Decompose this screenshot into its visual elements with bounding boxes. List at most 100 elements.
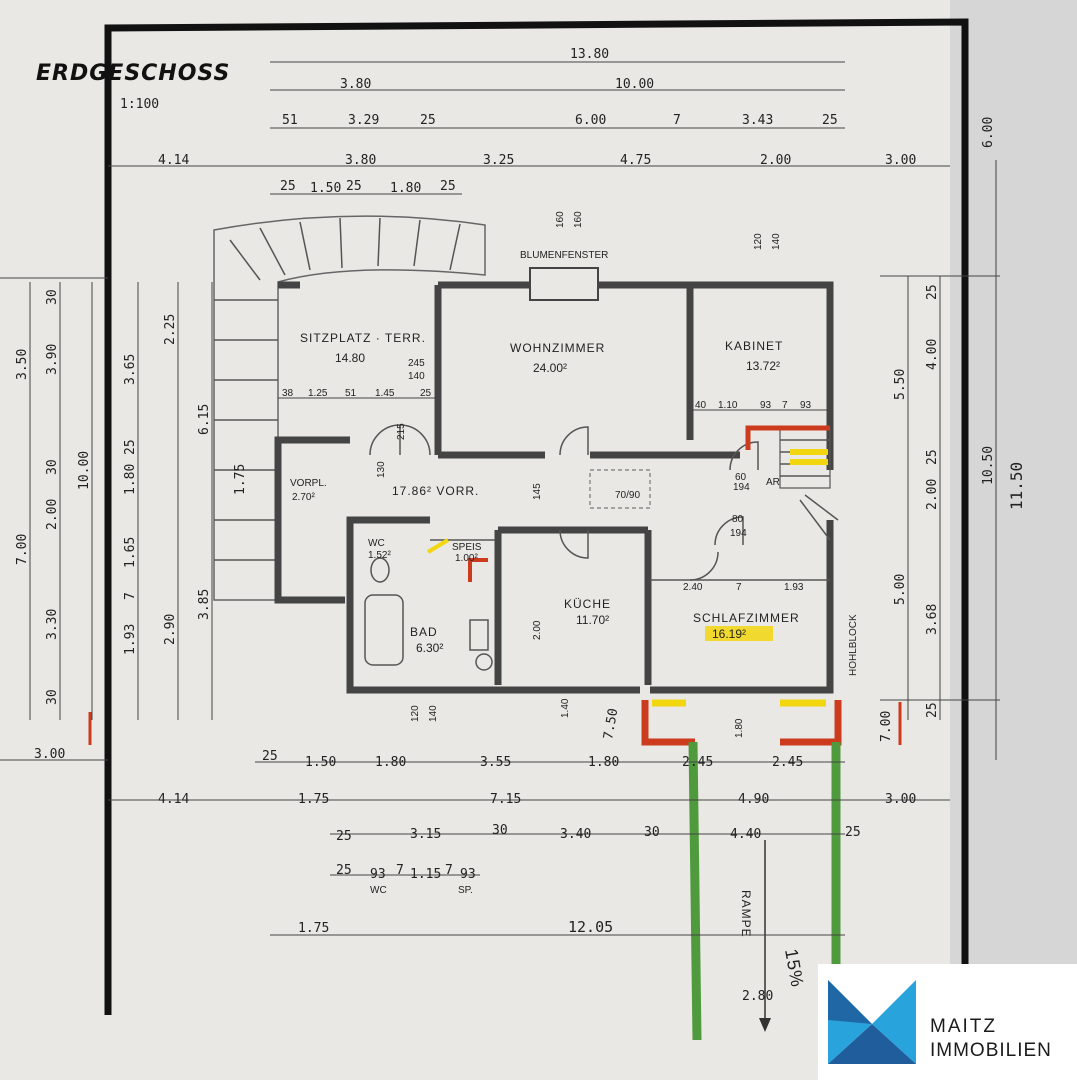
dim-text: 120 — [410, 705, 421, 722]
dim-text: 5.50 — [893, 369, 908, 400]
color-markings — [88, 425, 902, 1041]
maitz-logo-icon — [828, 980, 916, 1064]
dim-text: 25 — [336, 829, 352, 844]
room-schlafzimmer-name: SCHLAFZIMMER — [693, 611, 800, 625]
dim-text: 3.65 — [123, 354, 138, 385]
dim-text: 7 — [736, 582, 742, 593]
boiler — [475, 653, 493, 671]
dim-text: 25 — [822, 113, 838, 128]
ramp-width: 2.80 — [742, 989, 773, 1004]
dim-text: 25 — [925, 702, 940, 718]
room-wohnzimmer-name: WOHNZIMMER — [510, 341, 605, 355]
dim-text: 51 — [282, 113, 298, 128]
dim-text: 1.80 — [734, 718, 745, 738]
dim-text: 51 — [345, 388, 357, 399]
label-hohlblock: HOHLBLOCK — [848, 614, 859, 676]
dim-text: 25 — [440, 179, 456, 194]
dim-text: 1.25 — [308, 388, 328, 399]
dim-text: 6.00 — [981, 117, 996, 148]
room-wc-area: 1.52² — [368, 550, 391, 561]
dim-text: 1.65 — [123, 537, 138, 568]
right-dimensions: 6.00 25 5.50 4.00 10.50 11.50 2.00 25 5.… — [879, 117, 1026, 760]
dim-text: 215 — [396, 423, 407, 440]
bathroom-fixtures — [364, 557, 493, 671]
plan-scale: 1:100 — [120, 97, 159, 112]
room-labels: SITZPLATZ · TERR. 14.80 WOHNZIMMER 24.00… — [290, 250, 859, 676]
room-vorpl-name: VORPL. — [290, 478, 327, 489]
dim-text: 25 — [123, 439, 138, 455]
dim-text: WC — [370, 885, 387, 896]
dim-text: 3.15 — [410, 827, 441, 842]
dim-text: 160 — [573, 211, 584, 228]
dim-text: 7 — [782, 400, 788, 411]
dim-text: 25 — [280, 179, 296, 194]
dim-text: 145 — [532, 483, 543, 500]
dim-text: 30 — [45, 289, 60, 305]
dim-text: 38 — [282, 388, 294, 399]
room-kueche-area: 11.70² — [576, 613, 609, 627]
dim-text: 2.45 — [682, 755, 713, 770]
paper-edge — [950, 0, 1077, 964]
dim-text: 1.75 — [298, 921, 329, 936]
room-speis-area: 1.00² — [455, 553, 478, 564]
dim-text: 2.00 — [925, 479, 940, 510]
dim-text: 25 — [262, 749, 278, 764]
dim-text: 25 — [346, 179, 362, 194]
brand-name: MAITZ — [930, 1016, 997, 1037]
room-vorpl-area: 2.70² — [292, 492, 315, 503]
dim-text: 2.00 — [532, 620, 543, 640]
room-kueche-name: KÜCHE — [564, 597, 611, 611]
dim-text: 40 — [695, 400, 707, 411]
terrace-steps — [213, 215, 486, 601]
label-blumenfenster: BLUMENFENSTER — [520, 250, 608, 261]
dim-text: 160 — [555, 211, 566, 228]
room-bad-name: BAD — [410, 625, 438, 639]
room-schlafzimmer-area: 16.19² — [712, 627, 746, 641]
dim-text: 3.00 — [885, 153, 916, 168]
dim-text: 25 — [925, 284, 940, 300]
dim-text: 4.14 — [158, 792, 189, 807]
dim-text: 30 — [45, 459, 60, 475]
dim-text: 7.00 — [15, 534, 30, 565]
dim-text: 3.25 — [483, 153, 514, 168]
dim-text: 140 — [408, 371, 425, 382]
inner-dimensions: 245 140 38 1.25 51 1.45 25 130 215 40 1.… — [278, 358, 830, 741]
dim-text: 4.90 — [738, 792, 769, 807]
dim-text: 30 — [644, 825, 660, 840]
dim-text: 1.75 — [298, 792, 329, 807]
dim-text: 194 — [730, 528, 747, 539]
ramp-label: RAMPE — [739, 890, 753, 938]
doors — [369, 424, 759, 581]
room-bad-area: 6.30² — [416, 641, 443, 655]
skylight — [589, 469, 651, 509]
dim-text: 1.80 — [588, 755, 619, 770]
dim-text: 3.30 — [45, 609, 60, 640]
dim-text: 194 — [733, 482, 750, 493]
dim-text: 7.50 — [601, 707, 621, 740]
room-wohnzimmer-area: 24.00² — [533, 361, 567, 375]
plot-boundary — [104, 18, 969, 1015]
dim-text: 4.00 — [925, 339, 940, 370]
washbasin — [469, 619, 489, 651]
highlight-area — [705, 626, 773, 641]
bottom-dimensions: 25 1.50 1.80 3.55 1.80 2.45 2.45 4.14 1.… — [108, 749, 950, 936]
dim-text: 1.93 — [784, 582, 804, 593]
dim-text: 80 — [732, 514, 744, 525]
dim-text: 1.50 — [305, 755, 336, 770]
dim-text: 3.80 — [340, 77, 371, 92]
room-ar-name: AR — [766, 477, 780, 488]
room-kabinet-name: KABINET — [725, 339, 783, 353]
dim-text: 11.50 — [1007, 462, 1026, 510]
dim-text: 3.90 — [45, 344, 60, 375]
walls — [274, 267, 834, 694]
dim-text: 93 — [760, 400, 772, 411]
room-vorr-name: 17.86² VORR. — [392, 484, 479, 498]
dim-text: 3.00 — [885, 792, 916, 807]
room-kabinet-area: 13.72² — [746, 359, 780, 373]
dim-text: 2.00 — [760, 153, 791, 168]
dim-text: 10.00 — [77, 451, 92, 490]
dim-text: 93 — [460, 867, 476, 882]
dim-text: 1.45 — [375, 388, 395, 399]
dim-text: 25 — [420, 113, 436, 128]
